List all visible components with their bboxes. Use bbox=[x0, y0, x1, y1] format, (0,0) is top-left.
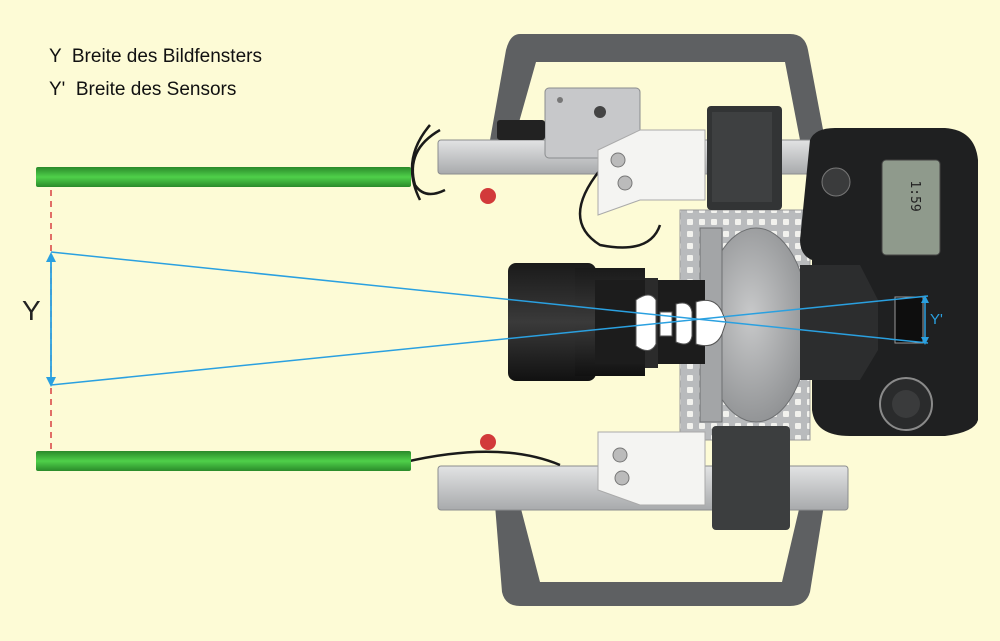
cables bbox=[404, 124, 662, 467]
yprime-label: Y' bbox=[930, 311, 943, 328]
camera: 1:59 bbox=[800, 128, 978, 436]
y-dimension-arrow bbox=[46, 252, 56, 387]
guide-rods bbox=[36, 167, 411, 471]
lower-bracket bbox=[597, 426, 790, 530]
camera-lcd-text: 1:59 bbox=[907, 180, 922, 211]
legend-y-line: Y Breite des Bildfensters bbox=[49, 46, 262, 67]
y-label: Y bbox=[22, 295, 41, 326]
lens bbox=[508, 263, 727, 381]
upper-bracket bbox=[597, 106, 782, 216]
upper-guide-rod bbox=[36, 167, 411, 187]
lower-guide-rod bbox=[36, 451, 411, 471]
handle-frame bbox=[490, 34, 825, 606]
yprime-dimension-arrow bbox=[921, 295, 929, 345]
ray-lines bbox=[50, 251, 929, 386]
legend-yprime-line: Y' Breite des Sensors bbox=[49, 79, 237, 100]
